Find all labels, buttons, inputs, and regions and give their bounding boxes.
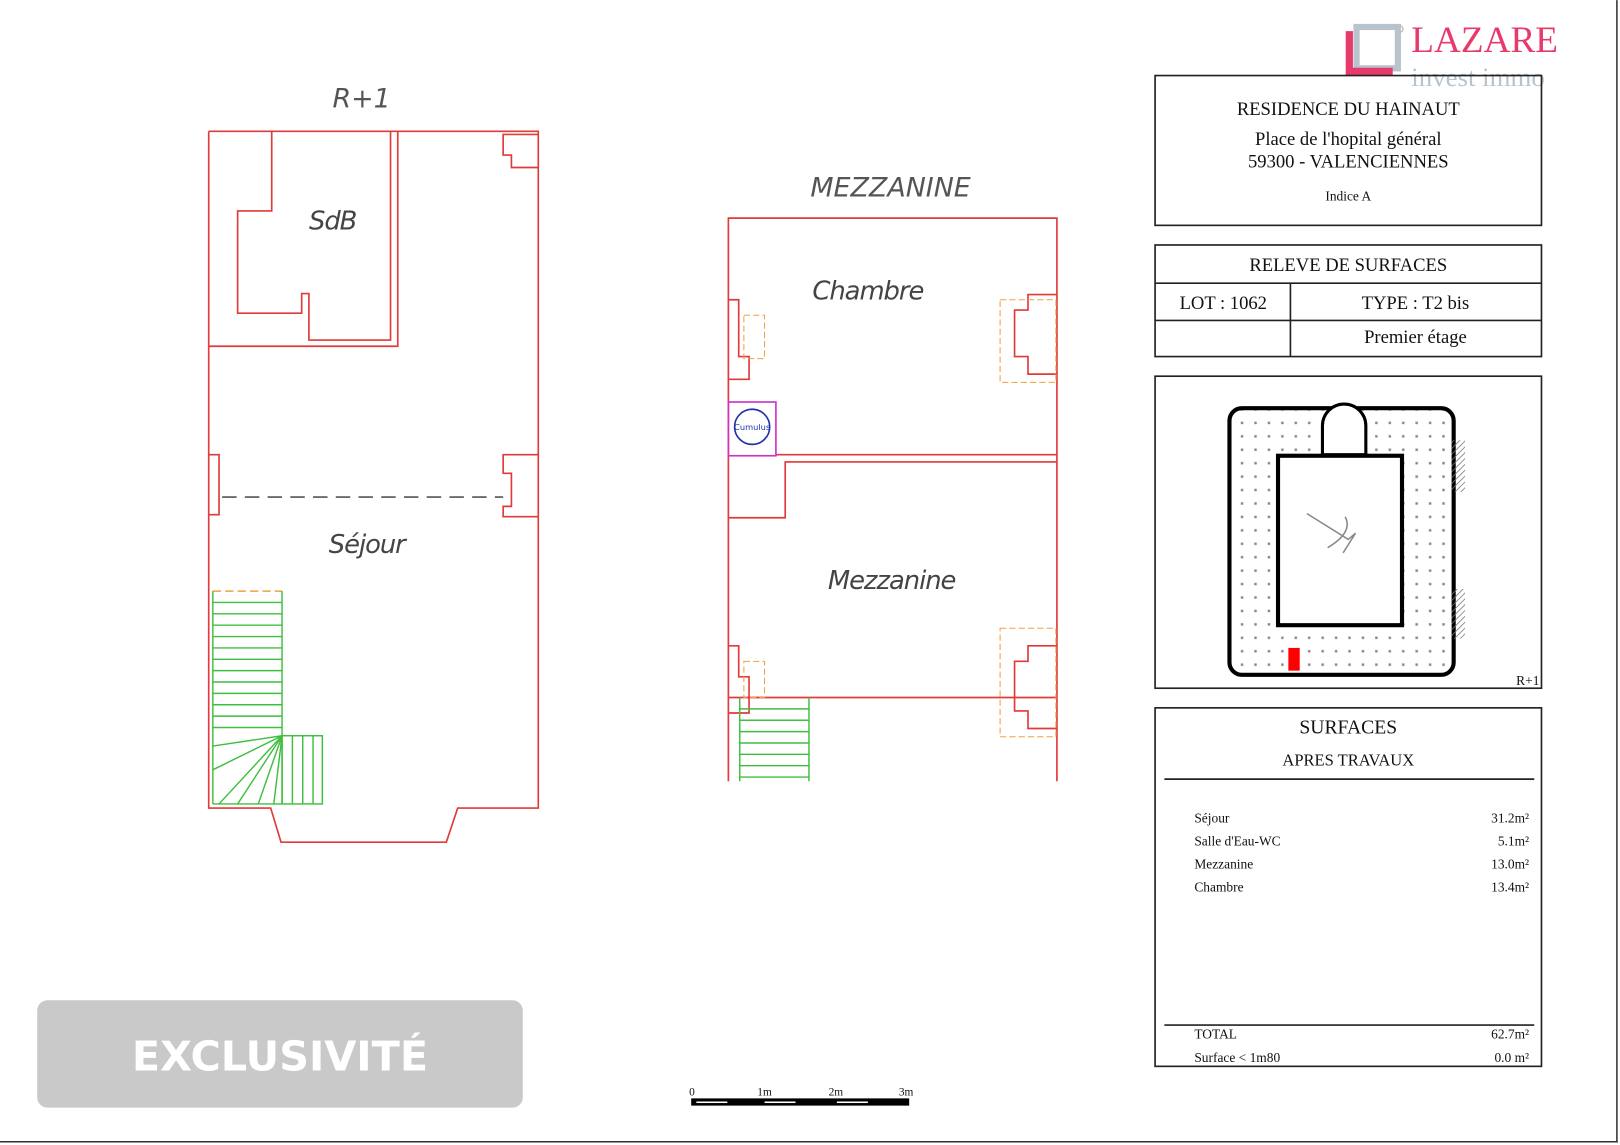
apartment-type: TYPE : T2 bis: [1362, 293, 1470, 314]
plan-mezzanine: MEZZANINE Cumulus Chambre Mezzanine: [727, 172, 1058, 782]
releve-title: RELEVE DE SURFACES: [1249, 255, 1447, 276]
logo-brand: LAZARE: [1411, 20, 1558, 61]
residence-name: RESIDENCE DU HAINAUT: [1237, 99, 1461, 120]
exclusivite-badge: EXCLUSIVITÉ: [37, 1000, 523, 1108]
room-label-sdb: SdB: [309, 206, 357, 236]
surface-row-value: 13.0m²: [1491, 857, 1529, 872]
badge-label: EXCLUSIVITÉ: [132, 1032, 428, 1080]
room-label-sejour: Séjour: [329, 530, 407, 560]
scale-tick-1m: 1m: [757, 1086, 772, 1098]
surface-row-label: Séjour: [1194, 811, 1230, 826]
logo-tagline: invest immo: [1411, 62, 1545, 92]
address-line-1: Place de l'hopital général: [1255, 129, 1441, 150]
scale-tick-2m: 2m: [829, 1086, 844, 1098]
address-line-2: 59300 - VALENCIENNES: [1248, 152, 1449, 173]
surfaces-title: SURFACES: [1299, 718, 1397, 739]
total-value: 62.7m²: [1491, 1026, 1529, 1041]
staircase-r1: [212, 590, 324, 805]
staircase-mezzanine: [739, 697, 810, 782]
scale-tick-3m: 3m: [899, 1086, 914, 1098]
site-plan: R+1: [1154, 375, 1543, 690]
site-plan-level: R+1: [1516, 673, 1539, 688]
lot-number: LOT : 1062: [1180, 293, 1267, 314]
surfaces-subtitle: APRES TRAVAUX: [1282, 751, 1414, 770]
plan-mezzanine-title: MEZZANINE: [810, 172, 970, 203]
lot-location-marker: [1288, 647, 1300, 671]
surface-row-value: 5.1m²: [1498, 834, 1529, 849]
plan-r1-title: R+1: [332, 84, 390, 115]
scale-tick-0: 0: [689, 1086, 695, 1098]
under-180-value: 0.0 m²: [1494, 1050, 1529, 1065]
surface-row-label: Chambre: [1194, 880, 1243, 895]
window: [502, 453, 539, 518]
total-label: TOTAL: [1194, 1026, 1237, 1041]
surface-row-value: 31.2m²: [1491, 811, 1529, 826]
under-180-label: Surface < 1m80: [1194, 1050, 1280, 1065]
window: [208, 453, 220, 516]
plan-r1: R+1 SdB Séjour: [207, 84, 540, 843]
residence-box: RESIDENCE DU HAINAUT Place de l'hopital …: [1154, 74, 1543, 227]
surfaces-box: SURFACES APRES TRAVAUX Séjour 31.2m² Salle…: [1154, 707, 1543, 1068]
surface-row-value: 13.4m²: [1491, 880, 1529, 895]
room-label-chambre: Chambre: [812, 277, 923, 307]
releve-box: RELEVE DE SURFACES LOT : 1062 TYPE : T2 …: [1154, 244, 1543, 358]
surface-row-label: Salle d'Eau-WC: [1194, 834, 1280, 849]
cumulus-water-heater: Cumulus: [727, 401, 777, 457]
indice: Indice A: [1325, 189, 1371, 204]
window: [502, 133, 539, 169]
lazare-logo: LAZARE invest immo: [1345, 20, 1558, 92]
floor-level: Premier étage: [1364, 327, 1467, 348]
surface-row-label: Mezzanine: [1194, 857, 1253, 872]
cumulus-label: Cumulus: [734, 422, 770, 432]
room-label-mezzanine: Mezzanine: [828, 566, 956, 596]
scale-bar: 0 1m 2m 3m: [689, 1086, 914, 1106]
